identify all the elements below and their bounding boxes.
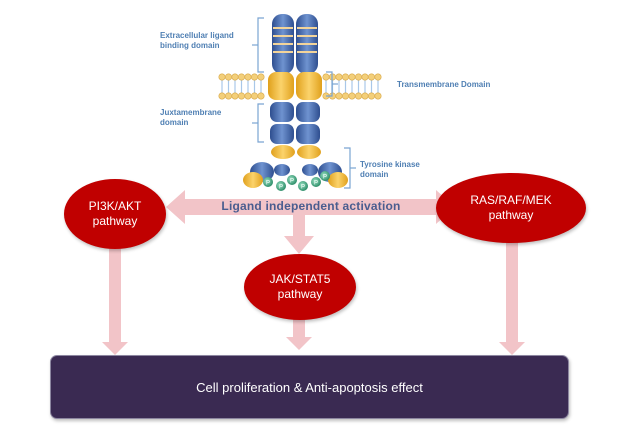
phosphate-label: P [323,175,327,181]
pi3k-akt-label: PI3K/AKT pathway [88,199,142,228]
kinase-domain [243,145,348,188]
outcome-box: Cell proliferation & Anti-apoptosis effe… [50,355,569,419]
phosphate-label: P [266,181,270,187]
ras-raf-mek-label: RAS/RAF/MEK pathway [470,193,552,222]
phosphate-label: P [314,181,318,187]
membrane-lipid-head [374,73,382,81]
ligand-activation-label: Ligand independent activation [221,199,401,213]
domain-brackets [252,17,356,189]
phosphate-label: P [301,185,305,191]
center-down-arrow [284,215,314,254]
pi3k-akt-pathway: PI3K/AKT pathway [64,179,166,249]
membrane-lipid-head [257,92,265,100]
right-down-arrow [499,242,525,355]
left-down-arrow [102,249,128,355]
phosphate-label: P [279,185,283,191]
extracellular-domain-label: Extracellular ligand binding domain [160,31,234,50]
extracellular-domain [272,14,318,74]
tyrosine-kinase-domain-label: Tyrosine kinase domain [360,160,420,179]
activation-double-arrow [166,190,455,224]
phosphate-groups [263,171,330,191]
jak-down-arrow [286,319,312,350]
juxtamembrane-domain [270,102,320,144]
transmembrane-domain [268,72,322,100]
jak-stat5-label: JAK/STAT5 pathway [269,272,331,301]
juxtamembrane-domain-label: Juxtamembrane domain [160,108,222,127]
outcome-label: Cell proliferation & Anti-apoptosis effe… [196,379,423,395]
membrane-lipid-head [374,92,382,100]
phosphate-label: P [290,179,294,185]
ras-raf-mek-pathway: RAS/RAF/MEK pathway [436,173,586,243]
transmembrane-domain-label: Transmembrane Domain [397,80,491,89]
jak-stat5-pathway: JAK/STAT5 pathway [244,254,356,320]
membrane-lipid-head [257,73,265,81]
